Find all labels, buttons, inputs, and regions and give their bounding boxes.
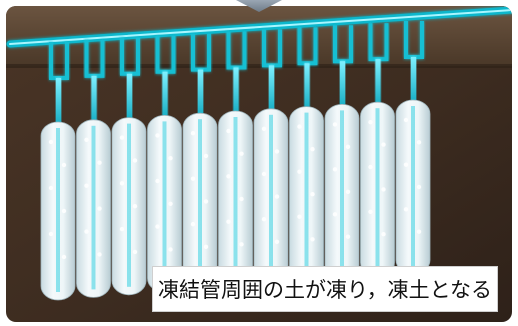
- frost-speckle: [48, 185, 54, 191]
- frost-speckle: [168, 247, 173, 252]
- frost-speckle: [297, 169, 302, 174]
- frost-speckle: [132, 249, 138, 255]
- frost-speckle: [239, 242, 244, 247]
- riser-pipe: [411, 57, 416, 106]
- caption-text: 凍結管周囲の土が凍り，凍土となる: [158, 278, 492, 302]
- frost-speckle: [332, 212, 338, 217]
- inner-freeze-pipe: [198, 119, 202, 282]
- riser-pipe: [304, 63, 310, 113]
- inner-freeze-pipe: [269, 114, 273, 277]
- frost-speckle: [190, 176, 196, 181]
- frost-speckle: [332, 122, 338, 127]
- frost-speckle: [345, 144, 351, 150]
- frost-speckle: [155, 224, 160, 229]
- frost-speckle: [416, 184, 422, 190]
- frost-speckle: [155, 178, 160, 184]
- inner-freeze-pipe: [91, 125, 96, 290]
- frost-speckle: [368, 209, 373, 214]
- frost-speckle: [416, 140, 422, 145]
- riser-pipes: [49, 21, 424, 128]
- inner-freeze-pipe: [340, 110, 344, 272]
- frost-speckle: [97, 252, 102, 257]
- caption-box: 凍結管周囲の土が凍り，凍土となる: [152, 266, 498, 312]
- frost-speckle: [203, 244, 209, 250]
- inner-freeze-pipe: [304, 112, 309, 274]
- riser-pipe: [233, 67, 239, 117]
- header-pipe-highlight: [9, 9, 512, 45]
- frost-speckle: [403, 207, 409, 212]
- frost-speckle: [403, 117, 409, 123]
- frost-speckle: [403, 162, 409, 167]
- frost-speckle: [297, 214, 302, 219]
- riser-pipe: [162, 71, 168, 122]
- frost-speckle: [119, 226, 125, 232]
- frozen-soil-columns: [40, 99, 431, 301]
- frost-speckle: [226, 219, 231, 224]
- riser-pipe: [269, 65, 274, 115]
- frost-speckle: [368, 164, 373, 170]
- frost-speckle: [226, 128, 231, 134]
- inner-freeze-pipe: [375, 108, 380, 269]
- frost-speckle: [345, 189, 351, 194]
- frost-speckle: [168, 201, 173, 206]
- frost-speckle: [345, 234, 351, 239]
- frost-speckle: [61, 254, 67, 260]
- frost-speckle: [261, 217, 267, 222]
- riser-pipe: [375, 59, 381, 109]
- riser-pipe: [56, 78, 61, 128]
- inner-freeze-pipe: [162, 121, 167, 285]
- riser-pipe: [127, 73, 132, 124]
- illustration-svg: [6, 6, 512, 322]
- frost-speckle: [239, 151, 244, 156]
- frost-speckle: [155, 133, 160, 138]
- frost-speckle: [97, 160, 102, 165]
- frost-speckle: [132, 204, 138, 209]
- frost-speckle: [310, 237, 315, 242]
- inner-freeze-pipe: [127, 123, 131, 287]
- frost-speckle: [274, 239, 280, 244]
- frost-speckle: [381, 142, 386, 147]
- frost-speckle: [48, 139, 54, 145]
- inner-freeze-pipe: [411, 106, 415, 266]
- frost-speckle: [310, 146, 315, 152]
- frost-speckle: [381, 232, 386, 237]
- frost-speckle: [274, 149, 280, 154]
- riser-pipe: [340, 61, 345, 111]
- frost-speckle: [416, 229, 422, 234]
- frost-speckle: [84, 137, 89, 142]
- frost-speckle: [226, 174, 231, 179]
- frost-speckle: [119, 135, 125, 140]
- riser-pipe: [91, 75, 97, 126]
- frost-speckle: [310, 192, 315, 197]
- illustration-panel: [6, 6, 512, 322]
- frost-speckle: [203, 153, 209, 159]
- frost-speckle: [297, 124, 302, 129]
- frost-speckle: [119, 181, 125, 186]
- frost-speckle: [61, 208, 67, 214]
- frost-speckle: [48, 231, 54, 237]
- inner-freeze-pipe: [56, 128, 60, 292]
- inner-freeze-pipe: [233, 117, 238, 279]
- frost-speckle: [97, 206, 102, 211]
- frost-speckle: [274, 194, 280, 199]
- header-pipe: [6, 6, 512, 48]
- frost-speckle: [84, 229, 89, 234]
- frost-speckle: [203, 199, 209, 204]
- frost-speckle: [132, 158, 138, 163]
- frost-speckle: [190, 131, 196, 136]
- frost-speckle: [61, 162, 67, 168]
- frost-speckle: [368, 120, 373, 125]
- frost-speckle: [261, 171, 267, 177]
- frost-speckle: [168, 156, 173, 161]
- frost-speckle: [332, 167, 338, 172]
- frost-speckle: [239, 196, 244, 202]
- frost-speckle: [190, 221, 196, 227]
- frost-speckle: [261, 126, 267, 131]
- frost-speckle: [84, 183, 89, 188]
- frost-speckle: [381, 187, 386, 192]
- riser-pipe: [198, 69, 203, 120]
